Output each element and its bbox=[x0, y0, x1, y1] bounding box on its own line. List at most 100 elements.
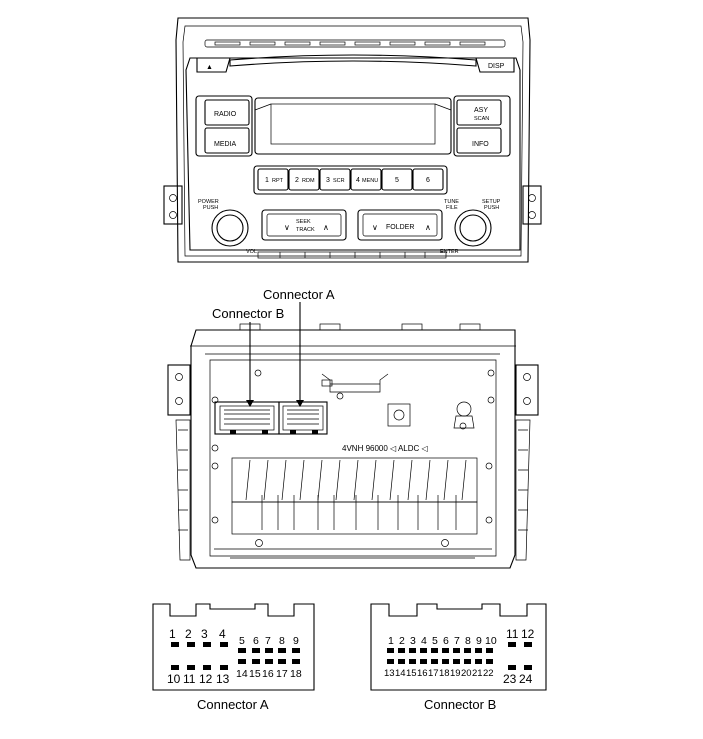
tune-file-knob[interactable]: TUNE FILE SETUP PUSH ENTER bbox=[440, 199, 501, 255]
svg-text:23: 23 bbox=[503, 672, 517, 686]
svg-text:2: 2 bbox=[185, 627, 192, 641]
rear-connector-b bbox=[214, 401, 280, 435]
chevron-up-icon: ∧ bbox=[323, 223, 329, 232]
connector-a-caption: Connector A bbox=[197, 697, 269, 712]
svg-text:11: 11 bbox=[506, 627, 519, 641]
info-button[interactable]: INFO bbox=[456, 127, 502, 154]
svg-text:18: 18 bbox=[290, 668, 302, 680]
chevron-up-icon: ∧ bbox=[425, 223, 431, 232]
svg-text:MEDIA: MEDIA bbox=[214, 141, 237, 148]
svg-text:2: 2 bbox=[295, 177, 299, 184]
svg-text:7: 7 bbox=[454, 635, 460, 647]
svg-text:SCR: SCR bbox=[333, 178, 345, 184]
svg-text:SCAN: SCAN bbox=[474, 116, 489, 122]
svg-text:POWER: POWER bbox=[198, 199, 219, 205]
svg-text:8: 8 bbox=[279, 635, 285, 647]
svg-text:FILE: FILE bbox=[446, 205, 458, 211]
svg-text:14: 14 bbox=[395, 668, 406, 679]
svg-text:4: 4 bbox=[356, 177, 360, 184]
svg-text:20: 20 bbox=[461, 668, 472, 679]
label-connector-a: Connector A bbox=[263, 287, 335, 302]
power-volume-knob[interactable]: POWER PUSH VOL bbox=[198, 199, 257, 255]
top-clips bbox=[239, 323, 481, 331]
svg-text:10: 10 bbox=[485, 635, 497, 647]
svg-text:DISP: DISP bbox=[488, 63, 505, 70]
svg-text:12: 12 bbox=[521, 627, 535, 641]
svg-text:PUSH: PUSH bbox=[484, 205, 499, 211]
eject-button[interactable]: ▲ bbox=[196, 57, 231, 73]
preset-button-5[interactable]: 5 bbox=[381, 168, 413, 191]
bottom-vent-slots bbox=[257, 251, 447, 259]
svg-text:17: 17 bbox=[428, 668, 439, 679]
svg-text:21: 21 bbox=[472, 668, 483, 679]
svg-text:1: 1 bbox=[169, 627, 176, 641]
connector-b-pinout: 1 2 3 4 5 6 7 8 9 10 11 12 bbox=[370, 603, 547, 712]
svg-text:13: 13 bbox=[216, 672, 230, 686]
radio-front-panel: ▲ DISP RADIO MEDIA ASY SCAN bbox=[163, 17, 542, 263]
preset-button-1[interactable]: 1 RPT bbox=[257, 168, 289, 191]
svg-text:11: 11 bbox=[183, 672, 196, 686]
svg-text:5: 5 bbox=[432, 635, 438, 647]
svg-text:5: 5 bbox=[239, 635, 245, 647]
radio-button[interactable]: RADIO bbox=[204, 99, 250, 126]
svg-text:INFO: INFO bbox=[472, 141, 489, 148]
disp-button[interactable]: DISP bbox=[475, 57, 515, 73]
svg-text:16: 16 bbox=[417, 668, 428, 679]
connector-b-top-main-pins: 1 2 3 4 5 6 7 8 9 10 bbox=[387, 635, 497, 653]
svg-text:1: 1 bbox=[265, 177, 269, 184]
svg-text:2: 2 bbox=[399, 635, 405, 647]
svg-text:TUNE: TUNE bbox=[444, 199, 459, 205]
svg-text:7: 7 bbox=[265, 635, 271, 647]
display-screen bbox=[254, 97, 452, 155]
connector-b-caption: Connector B bbox=[424, 697, 496, 712]
svg-text:3: 3 bbox=[201, 627, 208, 641]
svg-text:16: 16 bbox=[262, 668, 274, 680]
svg-text:PUSH: PUSH bbox=[203, 205, 218, 211]
svg-text:9: 9 bbox=[293, 635, 299, 647]
connector-b-bottom-right-pins: 23 24 bbox=[503, 665, 533, 686]
svg-text:13: 13 bbox=[384, 668, 395, 679]
rear-vent-slots bbox=[231, 457, 478, 535]
svg-text:4: 4 bbox=[219, 627, 226, 641]
connector-b-top-right-pins: 11 12 bbox=[506, 627, 535, 647]
svg-text:6: 6 bbox=[443, 635, 449, 647]
svg-text:MENU: MENU bbox=[362, 178, 378, 184]
preset-button-6[interactable]: 6 bbox=[412, 168, 444, 191]
svg-text:ENTER: ENTER bbox=[440, 249, 459, 255]
preset-button-3[interactable]: 3 SCR bbox=[319, 168, 351, 191]
chassis-marking: 4VNH 96000 ◁ ALDC ◁ bbox=[342, 444, 429, 453]
connector-b-bottom-main-pins: 13 14 15 16 17 18 19 20 21 22 bbox=[384, 659, 494, 679]
media-button[interactable]: MEDIA bbox=[204, 127, 250, 154]
svg-text:18: 18 bbox=[439, 668, 450, 679]
svg-text:SEEK: SEEK bbox=[296, 219, 311, 225]
svg-text:3: 3 bbox=[410, 635, 416, 647]
label-connector-b: Connector B bbox=[212, 306, 284, 321]
connector-a-bottom-left-pins: 10 11 12 13 bbox=[167, 665, 230, 686]
svg-text:5: 5 bbox=[395, 177, 399, 184]
svg-text:4: 4 bbox=[421, 635, 427, 647]
svg-text:SETUP: SETUP bbox=[482, 199, 501, 205]
svg-text:TRACK: TRACK bbox=[296, 227, 315, 233]
svg-text:9: 9 bbox=[476, 635, 482, 647]
chevron-down-icon: ∨ bbox=[284, 223, 290, 232]
svg-text:VOL: VOL bbox=[246, 249, 257, 255]
svg-text:10: 10 bbox=[167, 672, 181, 686]
connector-a-bottom-right-pins: 14 15 16 17 18 bbox=[236, 659, 302, 680]
svg-text:12: 12 bbox=[199, 672, 213, 686]
seek-track-button[interactable]: ∨ SEEK TRACK ∧ bbox=[261, 209, 347, 241]
svg-text:3: 3 bbox=[326, 177, 330, 184]
svg-text:24: 24 bbox=[519, 672, 533, 686]
svg-text:14: 14 bbox=[236, 668, 248, 680]
svg-text:8: 8 bbox=[465, 635, 471, 647]
asy-scan-button[interactable]: ASY SCAN bbox=[456, 99, 502, 126]
svg-text:1: 1 bbox=[388, 635, 394, 647]
preset-button-2[interactable]: 2 RDM bbox=[288, 168, 320, 191]
eject-icon: ▲ bbox=[206, 64, 213, 71]
connector-a-pinout: 1 2 3 4 5 6 7 8 9 10 11 bbox=[152, 603, 315, 712]
svg-text:15: 15 bbox=[406, 668, 417, 679]
folder-button[interactable]: ∨ FOLDER ∧ bbox=[357, 209, 443, 241]
svg-text:6: 6 bbox=[253, 635, 259, 647]
top-vent-slots bbox=[214, 41, 486, 46]
preset-button-4[interactable]: 4 MENU bbox=[350, 168, 382, 191]
